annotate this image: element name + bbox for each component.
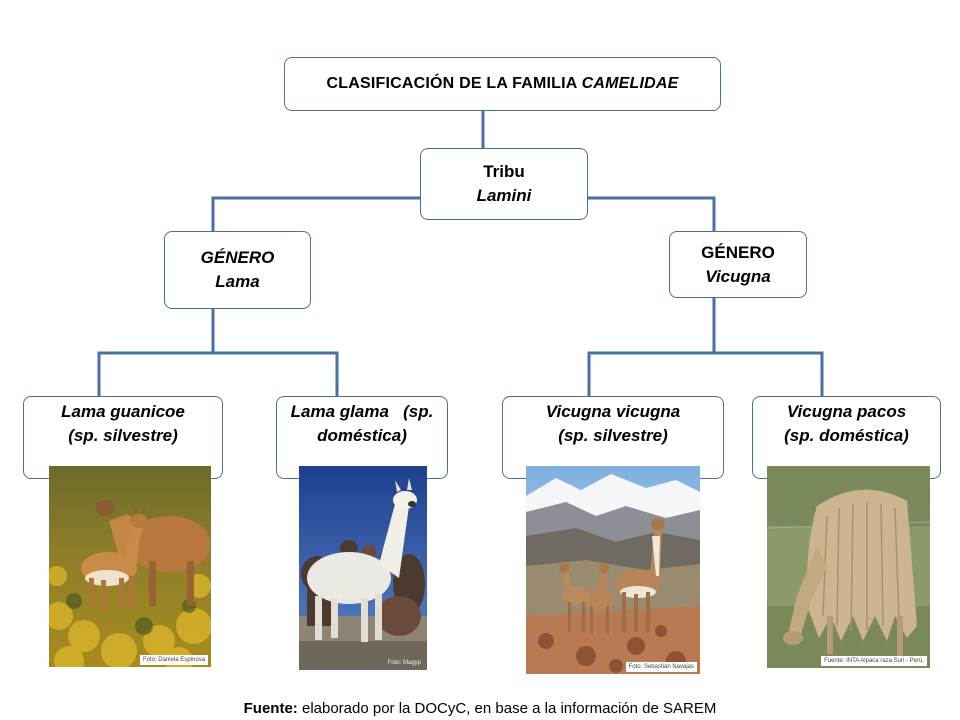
species-name: Lama guanicoe	[61, 402, 185, 421]
genus-lama-box: GÉNERO Lama	[164, 231, 311, 309]
title-family-name: CAMELIDAE	[581, 75, 679, 92]
photo-credit: Foto: Sebastián Navajas	[625, 662, 697, 672]
source-text: elaborado por la DOCyC, en base a la inf…	[297, 700, 717, 717]
photo-vicugna-pacos: Fuente: INTA Alpaca raza Suri - Perú.	[767, 466, 930, 668]
photo-lama-guanicoe: Foto: Daniela Espinosa	[49, 466, 211, 667]
tribe-box: Tribu Lamini	[420, 148, 588, 220]
photo-credit: Foto: Magyp	[387, 660, 421, 666]
tribe-label: Tribu	[483, 162, 525, 181]
genus-vicugna-box: GÉNERO Vicugna	[669, 231, 807, 298]
vicuna-image	[526, 466, 700, 674]
source-caption: Fuente: elaborado por la DOCyC, en base …	[0, 700, 960, 717]
photo-credit: Foto: Daniela Espinosa	[139, 655, 208, 665]
species-box-lama-guanicoe: Lama guanicoe (sp. silvestre)	[23, 396, 223, 479]
species-name: Vicugna pacos	[786, 402, 907, 421]
species-type: doméstica)	[317, 426, 407, 445]
genus-lama-label: GÉNERO	[200, 248, 275, 267]
tribe-name: Lamini	[476, 186, 532, 205]
species-box-vicugna-vicugna: Vicugna vicugna (sp. silvestre)	[502, 396, 724, 479]
genus-vicugna-label: GÉNERO	[701, 242, 775, 262]
species-box-vicugna-pacos: Vicugna pacos (sp. doméstica)	[752, 396, 941, 479]
photo-vicugna-vicugna: Foto: Sebastián Navajas	[526, 466, 700, 674]
photo-credit: Fuente: INTA Alpaca raza Suri - Perú.	[821, 656, 927, 666]
alpaca-image	[767, 466, 930, 668]
genus-vicugna-name: Vicugna	[705, 266, 771, 286]
species-type: (sp. doméstica)	[784, 426, 909, 445]
guanaco-image	[49, 466, 211, 667]
llama-image	[299, 466, 427, 670]
source-label: Fuente:	[243, 700, 298, 717]
species-name: Vicugna vicugna	[545, 402, 681, 421]
title-text: CLASIFICACIÓN DE LA FAMILIA CAMELIDAE	[326, 75, 679, 92]
title-box: CLASIFICACIÓN DE LA FAMILIA CAMELIDAE	[284, 57, 721, 111]
species-type: (sp. silvestre)	[68, 426, 178, 445]
species-name: Lama glama (sp.	[290, 402, 434, 421]
genus-lama-name: Lama	[215, 272, 260, 291]
photo-lama-glama: Foto: Magyp	[299, 466, 427, 670]
species-type: (sp. silvestre)	[558, 426, 668, 445]
